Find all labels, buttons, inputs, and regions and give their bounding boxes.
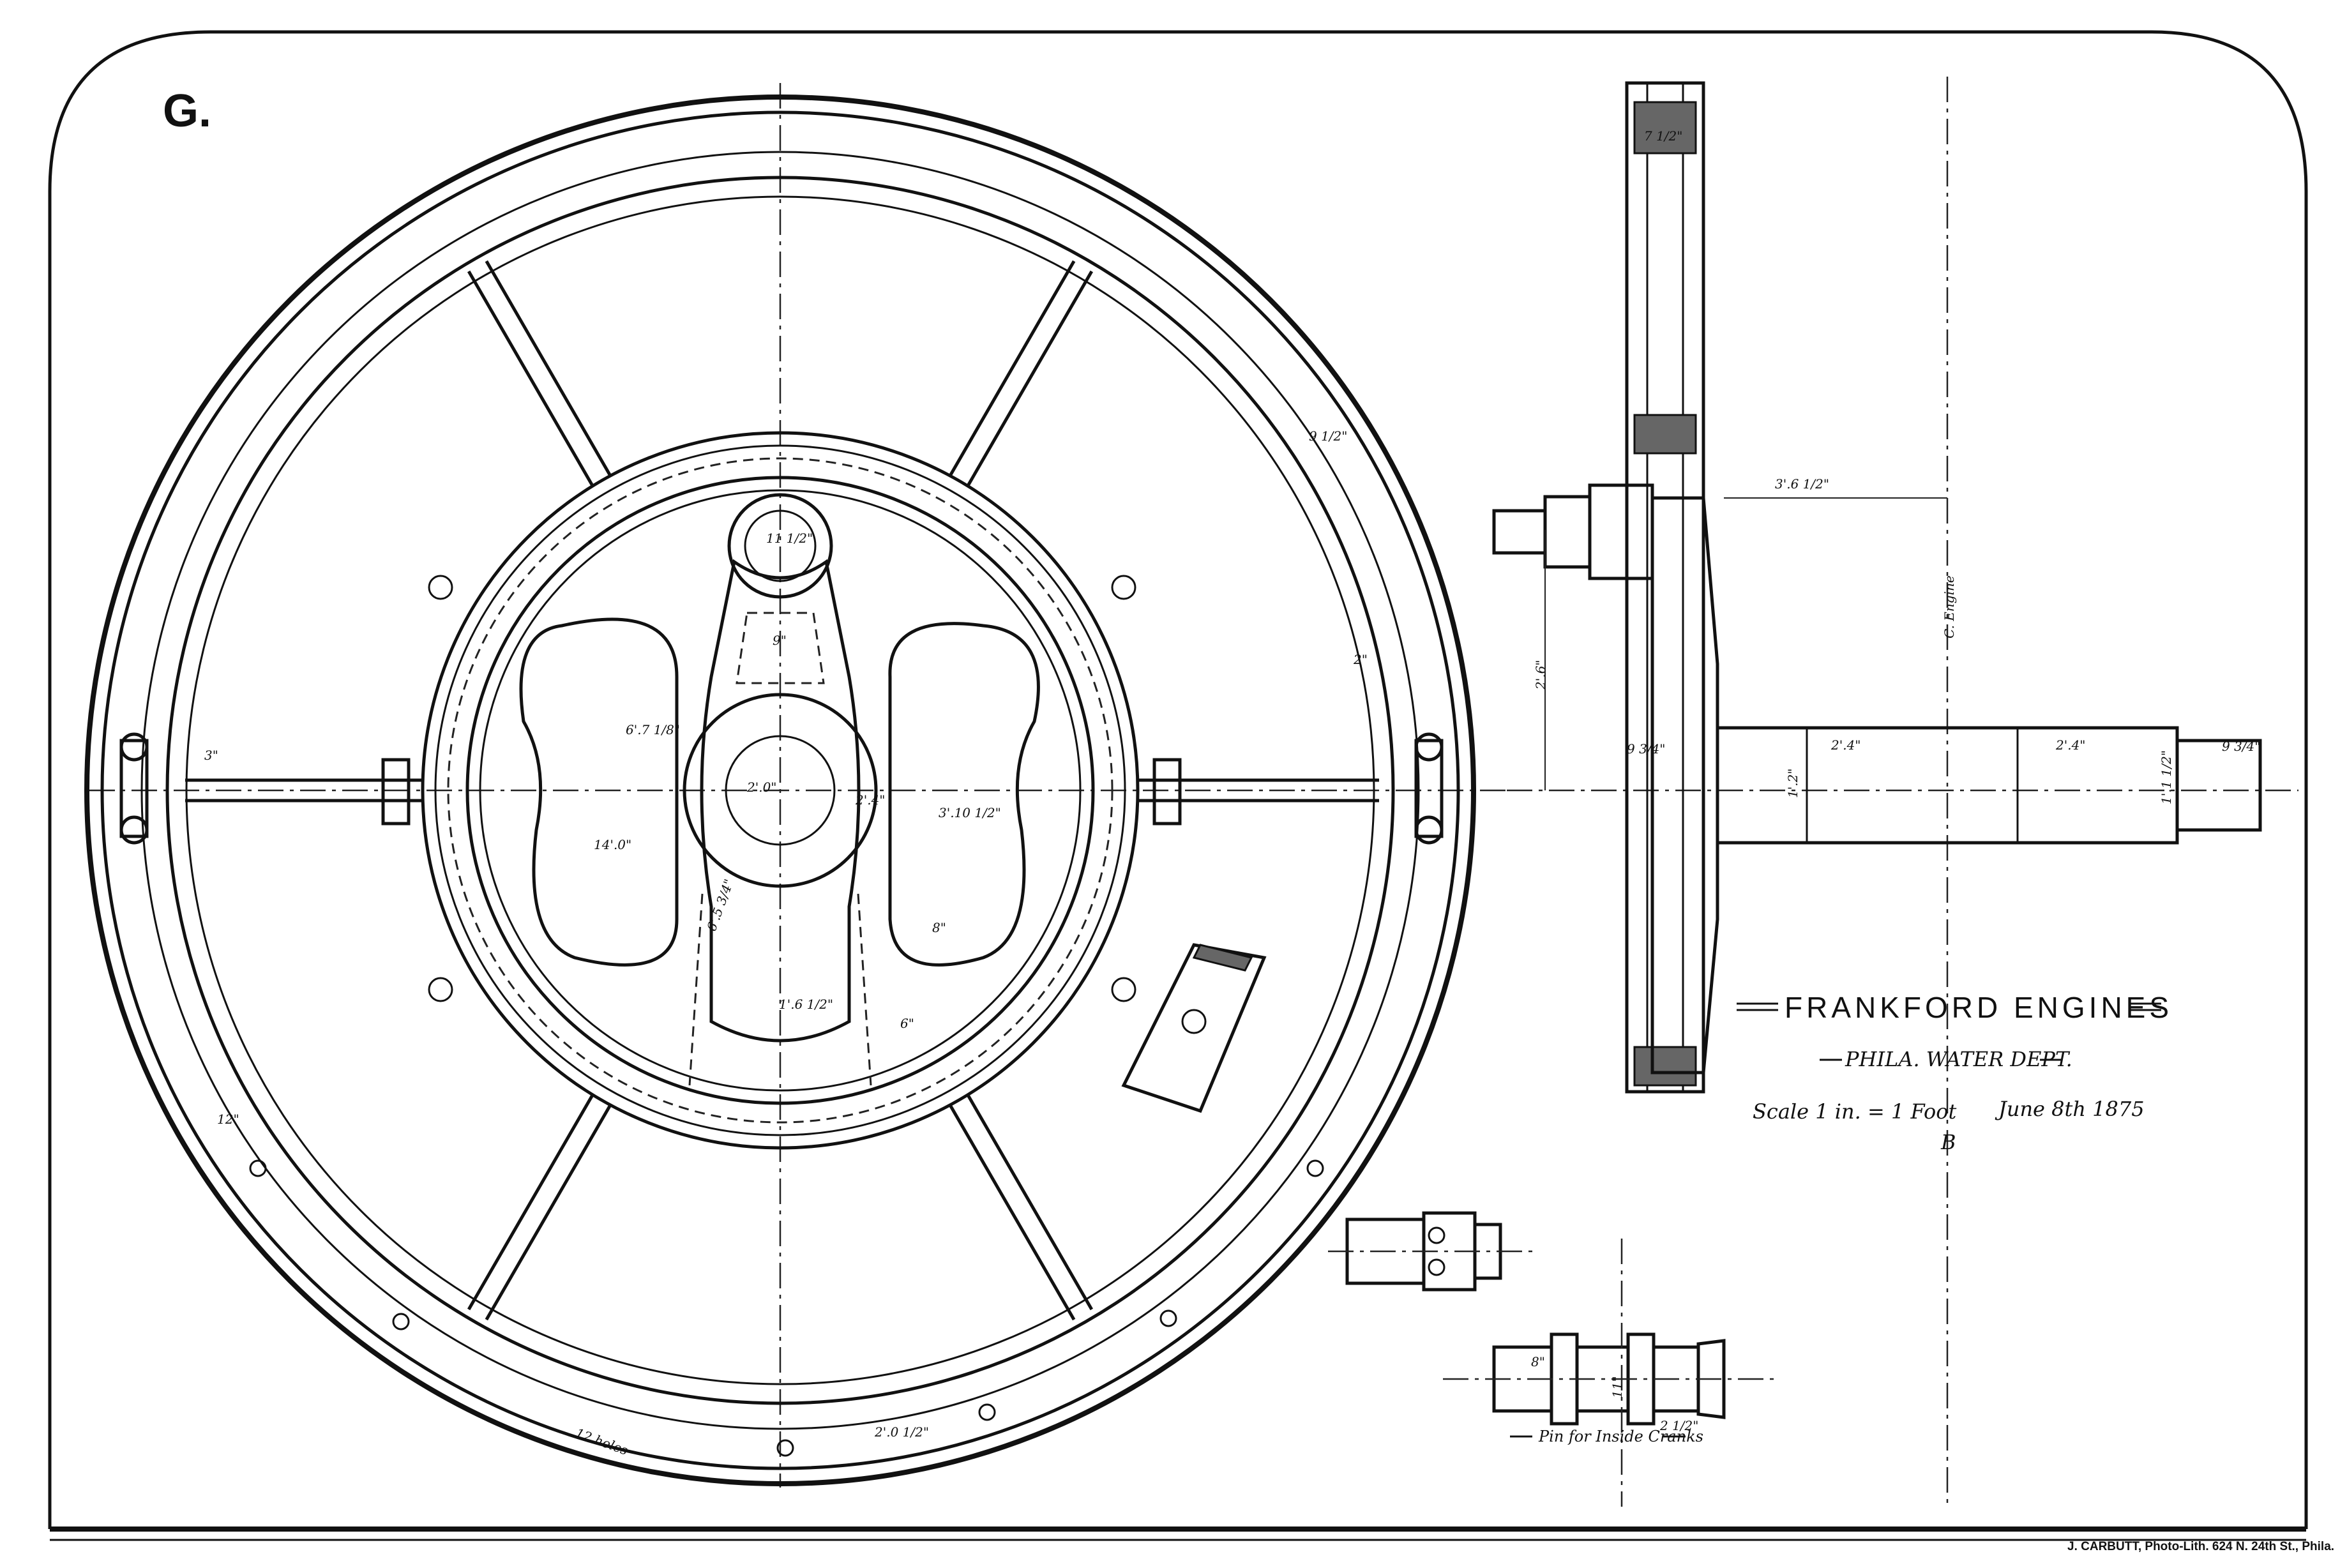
dim-boss-a: 6'.7 1/8" (626, 722, 680, 737)
crank-pin-detail-upper (1328, 1211, 1532, 1292)
dim-pin-dia: 11" (1610, 1376, 1625, 1398)
crank-arm-detail (1121, 943, 1267, 1113)
dim-hub-length: 9 3/4" (1627, 741, 1665, 757)
drawing-subtitle: PHILA. WATER DEPT. (1845, 1047, 2072, 1071)
dim-shaft-step: 1'.1 1/2" (2159, 750, 2174, 804)
dim-arm-low: 1'.6 1/2" (779, 997, 833, 1012)
dim-small-c: 9" (773, 633, 787, 648)
dim-small-e: 3" (204, 748, 218, 763)
dim-bore: 2'.0" (746, 780, 777, 795)
dim-pin-end: 2 1/2" (1659, 1418, 1698, 1433)
inner-rim (165, 176, 1395, 1405)
right-lightening-hole (888, 622, 1040, 967)
dim-web: 3'.10 1/2" (939, 805, 1001, 820)
sheet-border (48, 30, 2308, 1541)
dim-section-rib: 7 1/2" (1644, 128, 1682, 144)
rim-bolt-holes (249, 1159, 1324, 1457)
draftsman-initials: B (1940, 1130, 1956, 1154)
dim-centre-height: 3'.6 1/2" (1775, 476, 1829, 492)
dim-crank-pin-dia: 11 1/2" (766, 531, 813, 546)
title-block: FRANKFORD ENGINES PHILA. WATER DEPT. Sca… (1737, 991, 2173, 1154)
hub-outer (421, 431, 1140, 1150)
dim-pin-len: 8" (1531, 1354, 1545, 1369)
shaft-bore (725, 735, 836, 846)
dim-shaft-len-2: 2'.4" (2055, 737, 2086, 753)
dim-rim-segment: 2'.0 1/2" (874, 1424, 929, 1440)
crank-pin-boss (727, 493, 833, 599)
drawing-date: June 8th 1875 (1995, 1097, 2145, 1121)
dim-small-d: 2" (1353, 652, 1368, 667)
dim-wheel-inner: 14'.0" (594, 837, 631, 852)
outer-rim (84, 94, 1476, 1486)
rim-section (1625, 81, 1705, 1094)
lithographer-imprint: J. CARBUTT, Photo-Lith. 624 N. 24th St.,… (2067, 1540, 2334, 1553)
dim-shaft-end: 9 3/4" (2222, 739, 2260, 754)
dim-small-a: 6" (900, 1016, 914, 1031)
rim-bolts (119, 575, 1444, 1002)
dim-shaft-dia: 1'.2" (1785, 768, 1800, 798)
crank-pin-detail-lower: 8" 11" 2 1/2" Pin for Inside Cranks (1443, 1239, 1775, 1507)
dim-crank-height: 2'.6" (1533, 660, 1548, 690)
dim-engine-center: C. Engine (1942, 575, 1957, 638)
crank-web (683, 493, 878, 1086)
wheel-elevation: 14'.0" 6'.7 1/8" 3'.10 1/2" 2'.0" 2'.4" … (84, 83, 1507, 1488)
side-section: 2'.4" 2'.4" 1'.2" 9 3/4" 1'.1 1/2" 9 3/4… (1492, 77, 2298, 1507)
dim-hub-radius: 2'.4" (855, 792, 886, 808)
dim-rim-width: 12" (217, 1112, 239, 1127)
drawing-title: FRANKFORD ENGINES (1785, 991, 2173, 1024)
spokes (185, 260, 1379, 1321)
dim-shaft-len-1: 2'.4" (1830, 737, 1861, 753)
left-lightening-hole (519, 617, 679, 967)
shaft-boss (683, 693, 878, 888)
dim-small-b: 8" (932, 920, 946, 935)
dim-rim-face: 9 1/2" (1309, 428, 1347, 444)
plate-mark: G. (163, 86, 211, 137)
drawing-scale: Scale 1 in. = 1 Foot (1753, 1099, 1956, 1124)
